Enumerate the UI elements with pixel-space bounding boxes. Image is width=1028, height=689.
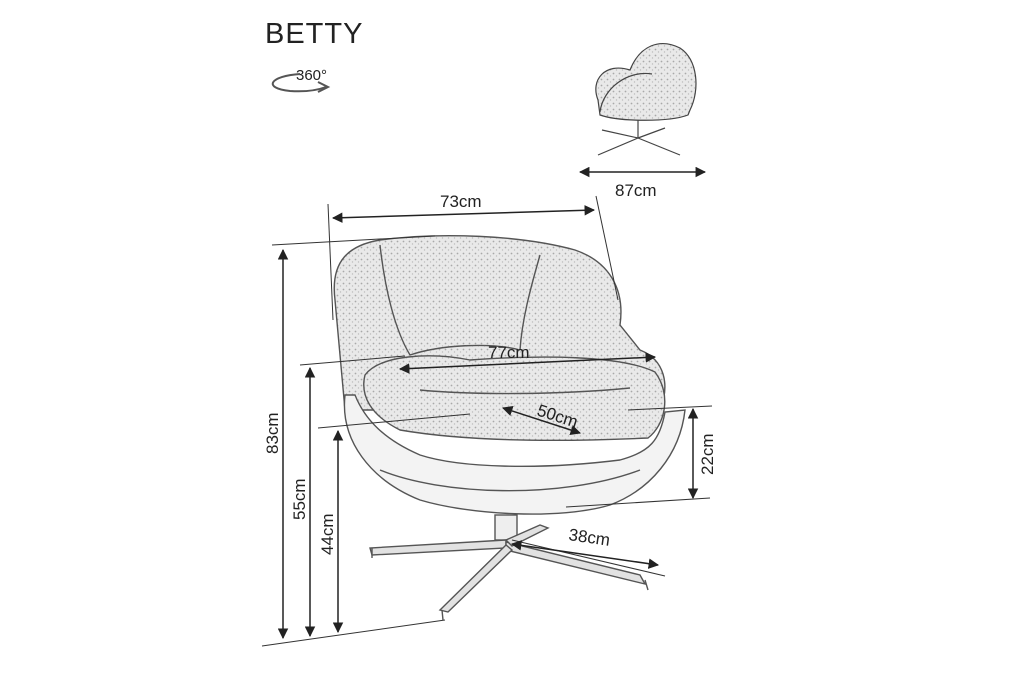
product-title: BETTY — [265, 18, 364, 50]
rotation-label: 360° — [296, 67, 327, 84]
total-height-label: 83cm — [263, 412, 282, 454]
seat-height-label: 44cm — [318, 513, 337, 555]
dimension-arrows — [277, 205, 699, 640]
width-label: 73cm — [440, 192, 482, 211]
depth-label: 87cm — [615, 181, 657, 200]
armrest-height-label: 22cm — [698, 433, 717, 475]
chair-sketch — [333, 235, 686, 621]
arm-height-label: 55cm — [290, 478, 309, 520]
side-view-thumbnail — [595, 43, 697, 156]
rotate-360-icon: 360° — [271, 67, 331, 93]
inner-width-label: 77cm — [488, 343, 530, 362]
base-radius-label: 38cm — [567, 525, 611, 550]
